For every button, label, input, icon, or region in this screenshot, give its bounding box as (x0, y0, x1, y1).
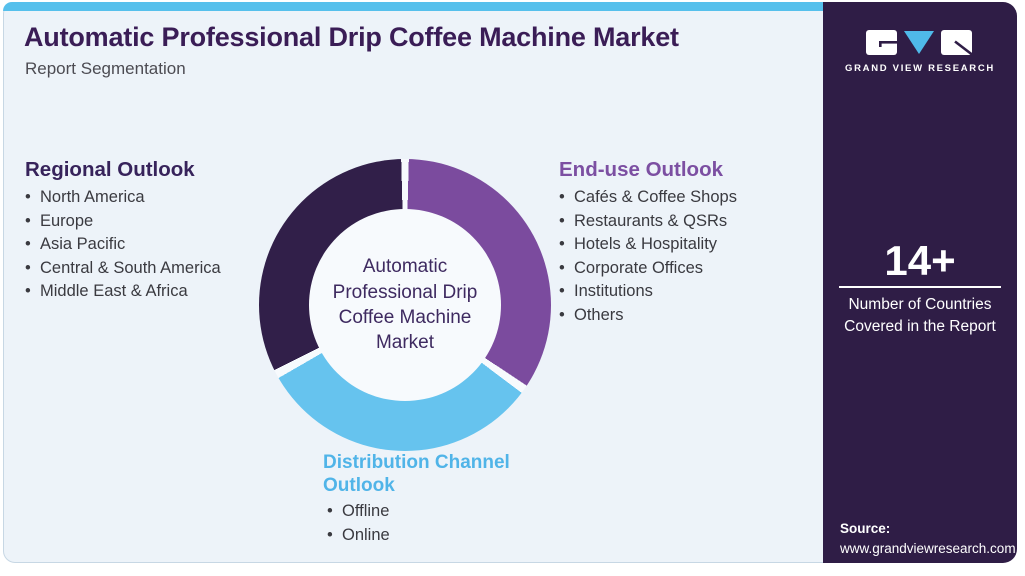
regional-outlook-heading: Regional Outlook (25, 158, 195, 181)
distribution-channel-outlook-list: Offline Online (327, 500, 390, 547)
end-use-outlook-list: Cafés & Coffee Shops Restaurants & QSRs … (559, 186, 737, 328)
page-subtitle: Report Segmentation (25, 59, 186, 78)
list-item: Cafés & Coffee Shops (559, 186, 737, 210)
list-item: Europe (25, 210, 221, 234)
logo-wordmark: GRAND VIEW RESEARCH (844, 63, 995, 74)
list-item: Central & South America (25, 257, 221, 281)
source-block: Source: www.grandviewresearch.com (840, 519, 1016, 560)
list-item: Asia Pacific (25, 233, 221, 257)
list-item: Hotels & Hospitality (559, 233, 737, 257)
stat-divider (839, 286, 1001, 288)
donut-center: Automatic Professional Drip Coffee Machi… (309, 209, 501, 401)
source-url-link[interactable]: www.grandviewresearch.com (840, 541, 1016, 557)
top-accent-strip (3, 2, 825, 11)
regional-outlook-list: North America Europe Asia Pacific Centra… (25, 186, 221, 304)
grand-view-research-logo-icon (866, 30, 973, 56)
list-item: Offline (327, 500, 390, 524)
brand-sidebar: GRAND VIEW RESEARCH 14+ Number of Countr… (823, 2, 1017, 563)
list-item: North America (25, 186, 221, 210)
distribution-channel-outlook-heading: Distribution Channel Outlook (323, 452, 510, 497)
countries-count: 14+ (884, 237, 956, 284)
list-item: Institutions (559, 280, 737, 304)
list-item: Online (327, 524, 390, 548)
donut-center-label: Automatic Professional Drip Coffee Machi… (332, 256, 478, 354)
list-item: Middle East & Africa (25, 280, 221, 304)
countries-count-label: Number of Countries Covered in the Repor… (844, 296, 996, 336)
list-item: Corporate Offices (559, 257, 737, 281)
source-label: Source: (840, 521, 891, 536)
list-item: Others (559, 304, 737, 328)
list-item: Restaurants & QSRs (559, 210, 737, 234)
segmentation-donut-chart: Automatic Professional Drip Coffee Machi… (259, 159, 551, 451)
page-title: Automatic Professional Drip Coffee Machi… (24, 22, 679, 52)
end-use-outlook-heading: End-use Outlook (559, 158, 723, 181)
